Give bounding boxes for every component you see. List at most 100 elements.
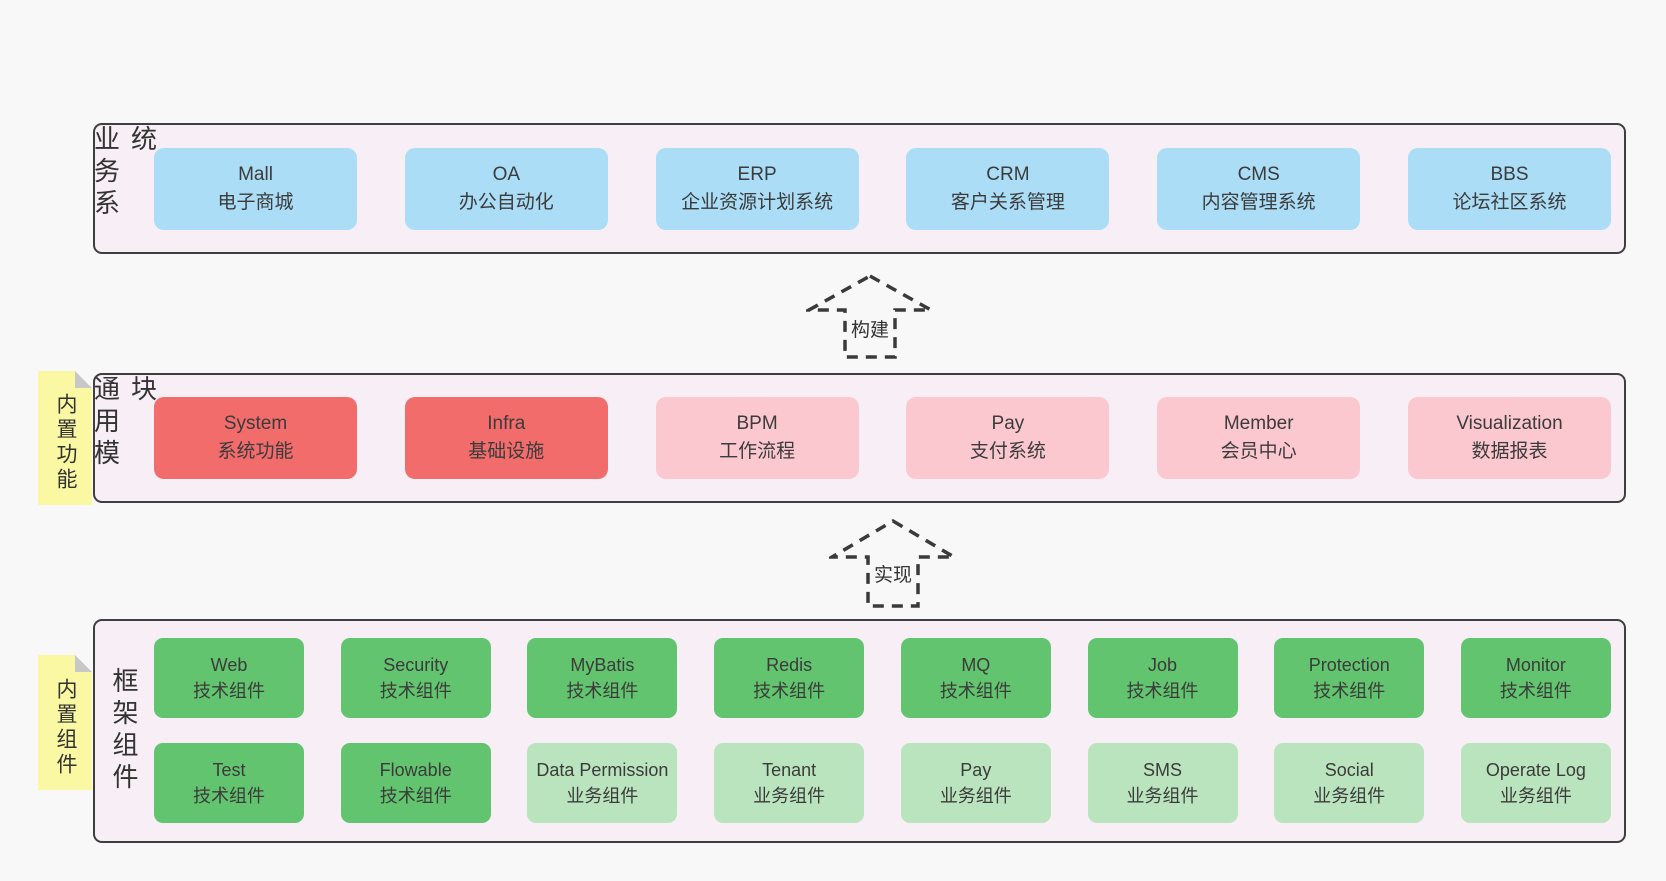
box-name: Tenant: [762, 760, 817, 780]
box-desc: 业务组件: [753, 786, 826, 806]
box-name: Visualization: [1456, 413, 1563, 434]
box-name: Flowable: [379, 760, 452, 780]
box-job: Job 技术组件: [1087, 638, 1238, 718]
box-protection: Protection 技术组件: [1274, 638, 1425, 718]
common-modules-row: System 系统功能 Infra 基础设施 BPM 工作流程 Pay 支付系统…: [154, 375, 1611, 501]
box-data-permission: Data Permission 业务组件: [527, 743, 678, 823]
box-web: Web 技术组件: [154, 638, 304, 718]
box-name: CMS: [1237, 163, 1280, 185]
box-test: Test 技术组件: [154, 743, 304, 823]
box-desc: 业务组件: [566, 786, 639, 806]
box-bpm: BPM 工作流程: [655, 397, 859, 479]
box-name: Infra: [487, 413, 526, 434]
box-mq: MQ 技术组件: [900, 638, 1051, 718]
box-desc: 技术组件: [193, 786, 265, 806]
arrow-implement: 实现: [829, 518, 957, 608]
box-desc: 技术组件: [379, 786, 452, 806]
box-cms: CMS 内容管理系统: [1157, 147, 1361, 230]
box-desc: 论坛社区系统: [1452, 191, 1567, 213]
box-desc: 电子商城: [217, 191, 294, 213]
box-name: Data Permission: [536, 760, 669, 780]
box-desc: 数据报表: [1471, 441, 1548, 462]
box-pay: Pay 支付系统: [906, 397, 1110, 479]
box-name: CRM: [986, 163, 1030, 185]
band-label-framework-components: 框架组件: [109, 667, 139, 795]
box-crm: CRM 客户关系管理: [906, 147, 1110, 230]
box-desc: 企业资源计划系统: [681, 191, 834, 213]
box-desc: 技术组件: [939, 681, 1012, 701]
box-desc: 技术组件: [1499, 681, 1572, 701]
box-system: System 系统功能: [154, 397, 357, 479]
box-erp: ERP 企业资源计划系统: [655, 147, 859, 230]
box-desc: 技术组件: [379, 681, 452, 701]
box-mall: Mall 电子商城: [154, 147, 357, 230]
dashed-up-arrow-icon: [829, 518, 957, 608]
box-desc: 工作流程: [719, 441, 796, 462]
biz-components-row: Test 技术组件 Flowable 技术组件 Data Permission …: [154, 743, 1611, 823]
box-name: Web: [210, 655, 248, 675]
box-desc: 技术组件: [193, 681, 265, 701]
box-infra: Infra 基础设施: [404, 397, 608, 479]
box-visualization: Visualization 数据报表: [1407, 397, 1611, 479]
arrow-build-label: 构建: [847, 315, 893, 342]
box-name: Social: [1324, 760, 1374, 780]
business-systems-row: Mall 电子商城 OA 办公自动化 ERP 企业资源计划系统 CRM 客户关系…: [154, 125, 1611, 252]
box-name: MQ: [961, 655, 991, 675]
box-desc: 业务组件: [1126, 786, 1199, 806]
box-social: Social 业务组件: [1274, 743, 1425, 823]
band-framework-components: 框架组件 Web 技术组件 Security 技术组件 MyBatis 技术组件…: [93, 619, 1626, 843]
box-desc: 业务组件: [1499, 786, 1572, 806]
box-operate-log: Operate Log 业务组件: [1460, 743, 1611, 823]
folded-corner-icon: [75, 655, 92, 672]
sticky-built-in-features: 内置功能: [38, 371, 92, 505]
box-desc: 技术组件: [753, 681, 826, 701]
dashed-up-arrow-icon: [806, 273, 934, 359]
band-common-modules: 通用模块 System 系统功能 Infra 基础设施 BPM 工作流程 Pay…: [90, 373, 1626, 503]
box-name: BPM: [736, 413, 778, 434]
box-bbs: BBS 论坛社区系统: [1407, 147, 1611, 230]
box-flowable: Flowable 技术组件: [340, 743, 491, 823]
box-desc: 技术组件: [1313, 681, 1386, 701]
box-name: Operate Log: [1485, 760, 1586, 780]
box-name: ERP: [737, 163, 777, 185]
band-label-business-systems: 业务系统: [90, 125, 158, 221]
box-desc: 技术组件: [566, 681, 639, 701]
box-redis: Redis 技术组件: [714, 638, 865, 718]
box-name: Pay: [960, 760, 992, 780]
box-desc: 会员中心: [1220, 441, 1297, 462]
box-mybatis: MyBatis 技术组件: [527, 638, 678, 718]
sticky-label: 内置组件: [54, 677, 77, 778]
box-desc: 业务组件: [1313, 786, 1386, 806]
box-desc: 客户关系管理: [950, 191, 1065, 213]
box-desc: 基础设施: [468, 441, 545, 462]
box-desc: 办公自动化: [458, 191, 554, 213]
box-name: Member: [1223, 413, 1294, 434]
box-member: Member 会员中心: [1157, 397, 1361, 479]
arrow-build: 构建: [806, 273, 934, 359]
box-name: MyBatis: [570, 655, 635, 675]
box-sms: SMS 业务组件: [1087, 743, 1238, 823]
arrow-implement-label: 实现: [870, 560, 916, 587]
box-name: Test: [212, 760, 246, 780]
box-monitor: Monitor 技术组件: [1460, 638, 1611, 718]
box-name: System: [223, 413, 288, 434]
box-name: Mall: [238, 163, 273, 185]
box-tenant: Tenant 业务组件: [714, 743, 865, 823]
box-name: Pay: [991, 413, 1025, 434]
box-oa: OA 办公自动化: [404, 147, 608, 230]
box-pay-business: Pay 业务组件: [900, 743, 1051, 823]
box-desc: 内容管理系统: [1201, 191, 1316, 213]
box-name: Security: [383, 655, 449, 675]
sticky-label: 内置功能: [54, 393, 77, 493]
box-name: OA: [492, 163, 521, 185]
box-name: Job: [1148, 655, 1178, 675]
box-desc: 技术组件: [1126, 681, 1199, 701]
box-name: BBS: [1490, 163, 1529, 185]
box-name: SMS: [1143, 760, 1183, 780]
box-name: Redis: [766, 655, 813, 675]
box-name: Protection: [1308, 655, 1390, 675]
band-label-common-modules: 通用模块: [90, 375, 158, 471]
box-desc: 业务组件: [939, 786, 1012, 806]
sticky-built-in-components: 内置组件: [38, 655, 92, 790]
